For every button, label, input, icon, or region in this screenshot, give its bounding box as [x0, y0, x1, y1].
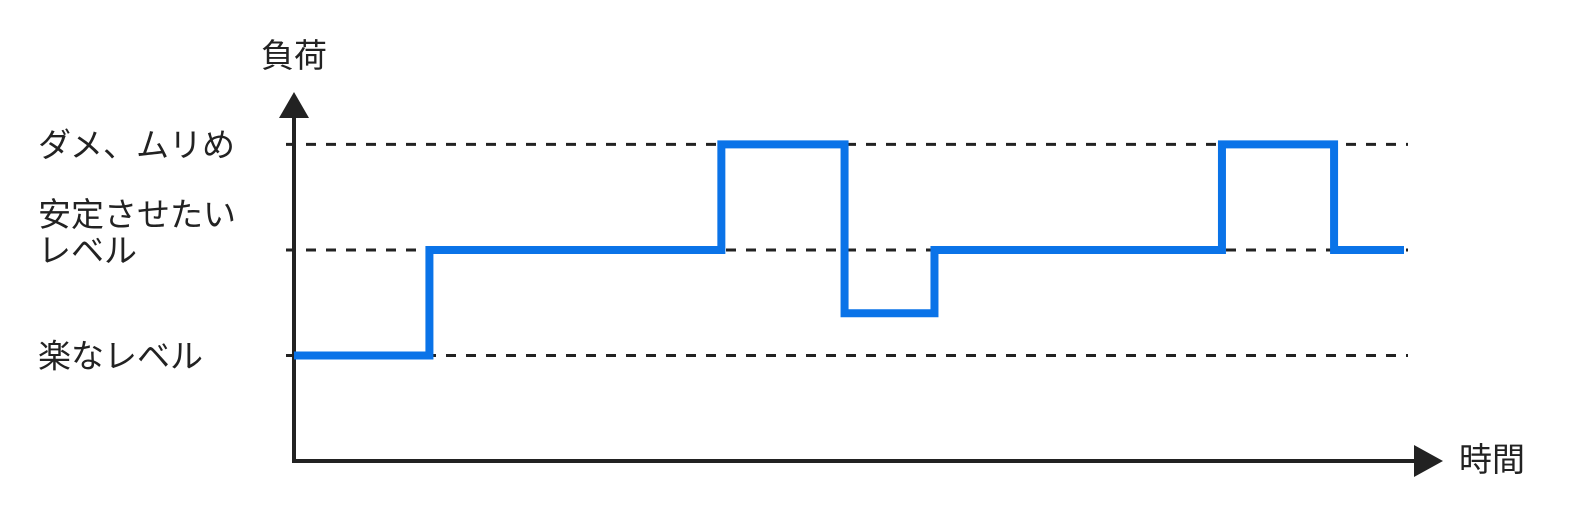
load-step-series-1	[294, 140, 1404, 360]
level-label-easy: 楽なレベル	[38, 336, 203, 375]
y-axis-arrow-icon	[279, 92, 309, 118]
level-label-max: ダメ、ムリめ	[38, 125, 235, 164]
y-axis-title: 負荷	[261, 36, 327, 75]
x-axis-title: 時間	[1459, 440, 1525, 479]
level-label-stable-1: 安定させたい	[38, 195, 236, 234]
x-axis-arrow-icon	[1414, 445, 1443, 477]
series-group	[294, 140, 1404, 360]
level-label-stable-2: レベル	[38, 231, 137, 270]
